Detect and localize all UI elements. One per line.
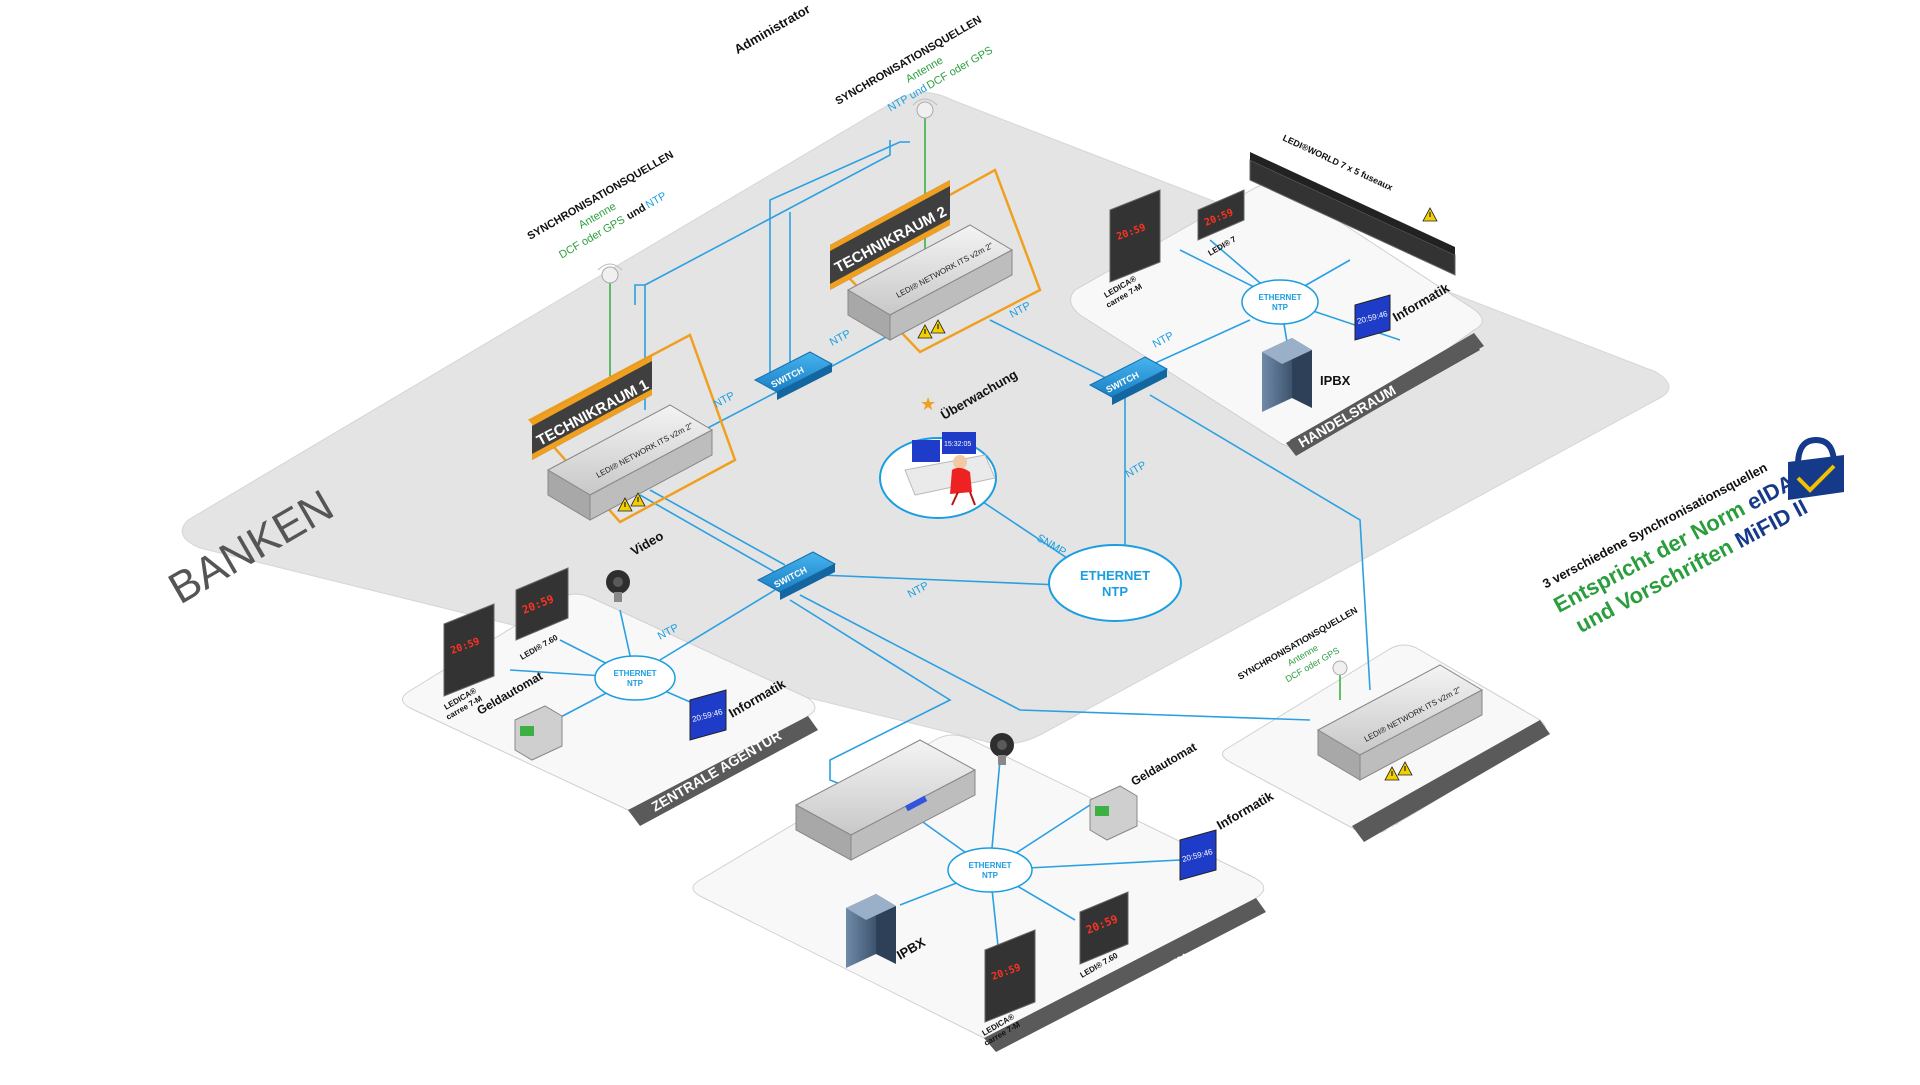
antenna-icon <box>912 98 938 119</box>
antenna-icon <box>597 263 623 284</box>
x-agenturen-devices: ETHERNET NTP Geldautomat 20:59:46 Inform… <box>794 733 1277 1048</box>
ethernet-label: ETHERNET <box>968 861 1011 870</box>
ethernet-ntp-label: NTP <box>982 871 999 880</box>
info-line-2: Entspricht der Norm eIDAS <box>1549 462 1811 617</box>
antenna-icon <box>1332 660 1348 676</box>
ipbx-server: IPBX <box>846 894 928 968</box>
admin-monitor <box>942 432 976 454</box>
informatik-label: Informatik <box>1214 788 1277 833</box>
admin-screen-time: 15:32:05 <box>944 441 971 448</box>
admin-person <box>953 455 967 469</box>
ethernet-ntp-label: NTP <box>1102 584 1128 599</box>
warning-icon <box>1422 207 1438 222</box>
switch-2: SWITCH <box>1088 356 1169 405</box>
technikraum-1: TECHNIKRAUM 1 LEDI® NETWORK ITS v2m 2" <box>528 333 737 524</box>
info-block: 3 verschiedene Synchronisationsquellen E… <box>1540 460 1812 638</box>
padlock-icon <box>1788 436 1844 500</box>
switch-3: SWITCH <box>756 551 837 600</box>
ipbx-server: IPBX <box>1262 338 1351 412</box>
sync-ntp: NTP <box>644 190 669 211</box>
switch-1: SWITCH <box>753 351 834 400</box>
ethernet-label: ETHERNET <box>1258 293 1301 302</box>
video-camera <box>990 733 1014 765</box>
ethernet-ntp-label: NTP <box>627 679 644 688</box>
admin-monitor <box>912 440 940 462</box>
admin-label-1: Administrator <box>732 1 813 57</box>
technikraum-2: TECHNIKRAUM 2 LEDI® NETWORK ITS v2m 2" <box>829 168 1042 354</box>
geldautomat-label: Geldautomat <box>1129 740 1200 789</box>
ethernet-label: ETHERNET <box>613 669 656 678</box>
sync-und: und <box>625 202 648 222</box>
ipbx-label: IPBX <box>1320 373 1351 388</box>
ethernet-ntp-label: NTP <box>1272 303 1289 312</box>
ledi-network-rack <box>794 739 977 861</box>
ethernet-hub-center: ETHERNET NTP <box>1048 544 1182 622</box>
star-icon: ★ <box>920 394 936 414</box>
ledica-clock: 20:59 LEDICA® carree 7-M <box>443 603 495 722</box>
ethernet-label: ETHERNET <box>1080 568 1150 583</box>
